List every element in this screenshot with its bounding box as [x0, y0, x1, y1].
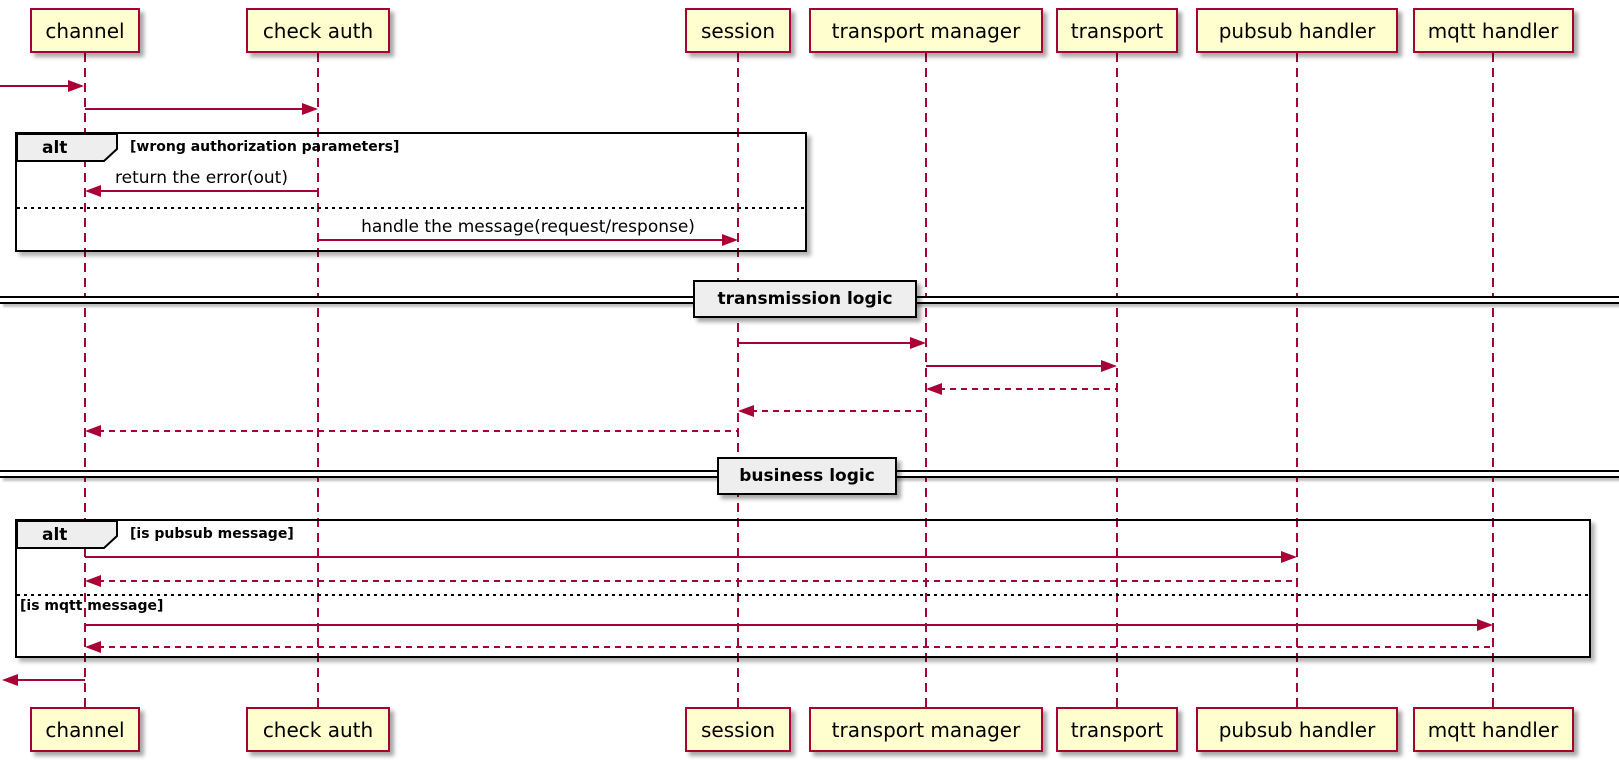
- message-line: [318, 239, 725, 241]
- participant-transport-manager-bottom: transport manager: [809, 707, 1043, 752]
- message-arrowhead: [1281, 551, 1297, 563]
- alt-frame-header: [16, 520, 119, 549]
- lifeline-channel: [84, 53, 86, 707]
- message-label: return the error(out): [115, 168, 288, 188]
- message-arrowhead: [85, 425, 101, 437]
- message-arrowhead: [722, 234, 738, 246]
- participant-session-top: session: [685, 8, 791, 53]
- message-line: [939, 388, 1117, 390]
- divider-label-box: transmission logic: [693, 280, 917, 318]
- message-line: [926, 365, 1104, 367]
- message-line: [98, 646, 1493, 648]
- participant-transport-manager-top: transport manager: [809, 8, 1043, 53]
- alt-frame: [15, 519, 1591, 658]
- lifeline-transport-manager: [925, 53, 927, 707]
- participant-check-auth-top: check auth: [246, 8, 390, 53]
- message-line: [15, 679, 85, 681]
- participant-transport-top: transport: [1056, 8, 1178, 53]
- message-arrowhead: [1101, 360, 1117, 372]
- alt-frame-condition: [is pubsub message]: [130, 526, 294, 542]
- message-line: [85, 556, 1284, 558]
- message-arrowhead: [302, 103, 318, 115]
- message-arrowhead: [85, 185, 101, 197]
- message-arrowhead: [2, 674, 18, 686]
- message-line: [751, 410, 926, 412]
- message-line: [98, 430, 738, 432]
- participant-pubsub-handler-top: pubsub handler: [1196, 8, 1398, 53]
- alt-else-separator: [17, 594, 1589, 596]
- message-line: [98, 190, 318, 192]
- lifeline-transport: [1116, 53, 1118, 707]
- message-arrowhead: [910, 337, 926, 349]
- alt-frame-header: [16, 133, 119, 162]
- participant-transport-bottom: transport: [1056, 707, 1178, 752]
- lifeline-mqtt-handler: [1492, 53, 1494, 707]
- alt-frame-condition: [wrong authorization parameters]: [130, 139, 400, 155]
- message-label: handle the message(request/response): [361, 217, 695, 237]
- alt-frame: [15, 132, 807, 252]
- message-arrowhead: [85, 641, 101, 653]
- alt-else-condition: [is mqtt message]: [20, 598, 164, 614]
- alt-frame-operator: alt: [42, 525, 68, 545]
- participant-channel-top: channel: [30, 8, 140, 53]
- participant-mqtt-handler-top: mqtt handler: [1412, 8, 1574, 53]
- message-arrowhead: [926, 383, 942, 395]
- divider-label-box: business logic: [717, 457, 897, 495]
- participant-mqtt-handler-bottom: mqtt handler: [1412, 707, 1574, 752]
- message-arrowhead: [738, 405, 754, 417]
- message-arrowhead: [1477, 619, 1493, 631]
- message-line: [0, 85, 71, 87]
- message-line: [98, 580, 1297, 582]
- alt-header-pentagon: [16, 520, 118, 549]
- message-arrowhead: [85, 575, 101, 587]
- alt-header-pentagon: [16, 133, 118, 162]
- message-line: [738, 342, 913, 344]
- participant-pubsub-handler-bottom: pubsub handler: [1196, 707, 1398, 752]
- participant-session-bottom: session: [685, 707, 791, 752]
- message-line: [85, 624, 1480, 626]
- participant-check-auth-bottom: check auth: [246, 707, 390, 752]
- lifeline-session: [737, 53, 739, 707]
- lifeline-pubsub-handler: [1296, 53, 1298, 707]
- message-arrowhead: [68, 80, 84, 92]
- lifeline-check-auth: [317, 53, 319, 707]
- alt-frame-operator: alt: [42, 138, 68, 158]
- message-line: [85, 108, 305, 110]
- participant-channel-bottom: channel: [30, 707, 140, 752]
- alt-else-separator: [17, 207, 805, 209]
